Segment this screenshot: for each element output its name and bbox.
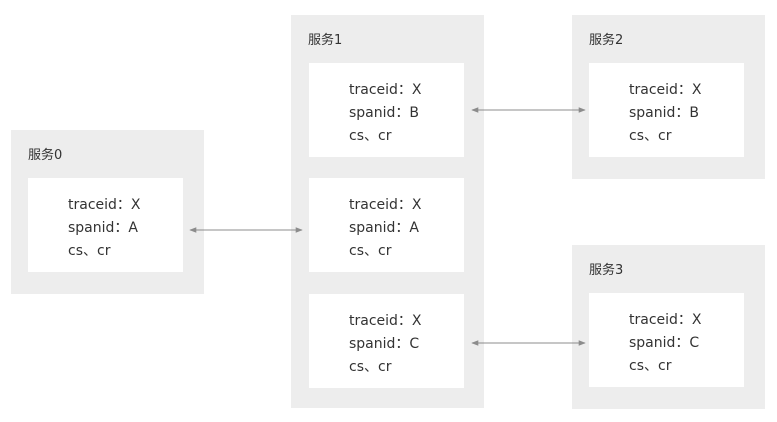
traceid-label: traceid：X [349, 82, 422, 98]
spanid-label: spanid：B [349, 105, 420, 121]
span-card-service1-b: traceid：X spanid：B cs、cr [309, 63, 464, 157]
annotation-label: cs、cr [68, 243, 111, 259]
annotation-label: cs、cr [629, 128, 672, 144]
spanid-label: spanid：A [68, 220, 138, 236]
spanid-label: spanid：B [629, 105, 700, 121]
annotation-label: cs、cr [629, 358, 672, 374]
spanid-label: spanid：C [349, 336, 420, 352]
service-2-title: 服务2 [589, 33, 624, 48]
traceid-label: traceid：X [349, 313, 422, 329]
span-card-service2-b: traceid：X spanid：B cs、cr [589, 63, 744, 157]
service-1-title: 服务1 [308, 33, 343, 48]
annotation-label: cs、cr [349, 243, 392, 259]
annotation-label: cs、cr [349, 128, 392, 144]
service-3-panel: 服务3 traceid：X spanid：C cs、cr [572, 245, 765, 409]
traceid-label: traceid：X [68, 197, 141, 213]
service-0-title: 服务0 [28, 148, 63, 163]
service-3-title: 服务3 [589, 263, 624, 278]
spanid-label: spanid：C [629, 335, 700, 351]
service-0-panel: 服务0 traceid：X spanid：A cs、cr [11, 130, 204, 294]
traceid-label: traceid：X [349, 197, 422, 213]
annotation-label: cs、cr [349, 359, 392, 375]
service-2-panel: 服务2 traceid：X spanid：B cs、cr [572, 15, 765, 179]
spanid-label: spanid：A [349, 220, 419, 236]
span-card-service0-a: traceid：X spanid：A cs、cr [28, 178, 183, 272]
service-1-panel: 服务1 traceid：X spanid：B cs、cr traceid：X s… [291, 15, 484, 408]
span-card-service1-c: traceid：X spanid：C cs、cr [309, 294, 464, 388]
span-card-service3-c: traceid：X spanid：C cs、cr [589, 293, 744, 387]
span-card-service1-a: traceid：X spanid：A cs、cr [309, 178, 464, 272]
traceid-label: traceid：X [629, 312, 702, 328]
traceid-label: traceid：X [629, 82, 702, 98]
